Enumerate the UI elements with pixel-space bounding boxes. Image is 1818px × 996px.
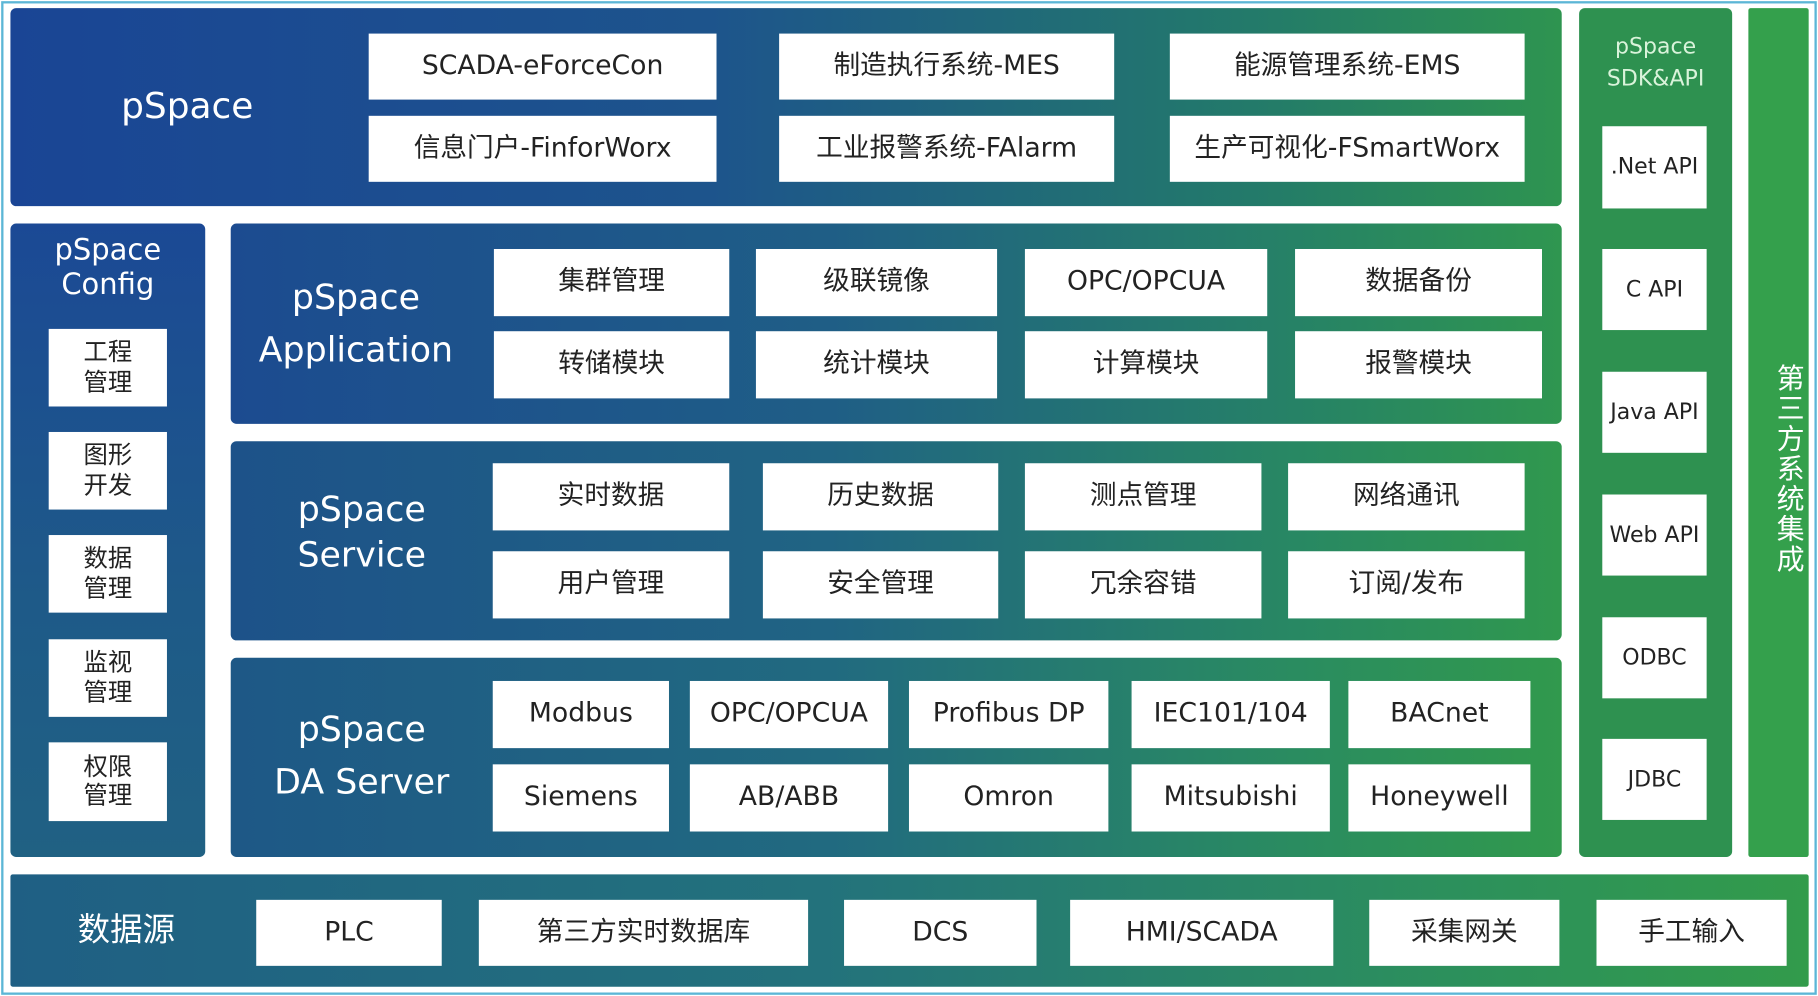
top-module-box: 能源管理系统-EMS: [1169, 33, 1525, 100]
title-line: DA Server: [274, 762, 450, 803]
service-module-box: 安全管理: [762, 551, 999, 619]
service-module-box: 实时数据: [492, 463, 730, 531]
layer-title: pSpace SDK&API: [1579, 31, 1732, 95]
title-line: pSpace: [291, 277, 420, 319]
application-module-box: 计算模块: [1024, 331, 1268, 399]
top-module-box: 信息门户-FinforWorx: [368, 115, 717, 182]
top-module-box: SCADA-eForceCon: [368, 33, 717, 100]
layer-title: 第三方系统集成: [1771, 363, 1805, 575]
pspace-da-server-layer: pSpace DA Server: [230, 657, 1562, 857]
service-module-box: 网络通讯: [1288, 463, 1525, 531]
application-module-box: 报警模块: [1295, 331, 1543, 399]
application-module-box: 统计模块: [755, 331, 998, 399]
application-module-box: 集群管理: [493, 248, 730, 317]
layer-title: pSpace: [121, 85, 254, 128]
title-line: pSpace: [1615, 33, 1697, 60]
data-source-module-box: 采集网关: [1369, 899, 1560, 966]
data-source-module-box: PLC: [256, 899, 442, 966]
da-server-module-box: Omron: [908, 764, 1109, 832]
top-module-box: 工业报警系统-FAlarm: [779, 115, 1115, 182]
config-module-box: 图形 开发: [48, 431, 167, 510]
da-server-module-box: Profibus DP: [908, 680, 1109, 749]
da-server-module-box: Mitsubishi: [1131, 764, 1330, 832]
service-module-box: 历史数据: [762, 463, 999, 531]
data-source-module-box: HMI/SCADA: [1070, 899, 1334, 966]
title-line: pSpace: [297, 489, 426, 531]
third-party-integration-layer: 第三方系统集成: [1748, 8, 1809, 857]
da-server-module-box: IEC101/104: [1131, 680, 1330, 749]
service-module-box: 测点管理: [1024, 463, 1262, 531]
layer-title: pSpace Config: [10, 233, 205, 302]
title-line: pSpace: [54, 232, 162, 267]
config-module-box: 权限 管理: [48, 742, 167, 822]
da-server-module-box: Modbus: [492, 680, 669, 749]
config-module-box: 工程 管理: [48, 328, 167, 407]
application-module-box: OPC/OPCUA: [1024, 248, 1268, 317]
data-source-module-box: 手工输入: [1596, 899, 1787, 966]
application-module-box: 数据备份: [1295, 248, 1543, 317]
application-module-box: 转储模块: [493, 331, 730, 399]
sdk-module-box: JDBC: [1602, 738, 1707, 820]
title-line: Service: [297, 535, 427, 576]
sdk-module-box: .Net API: [1602, 126, 1707, 209]
sdk-module-box: ODBC: [1602, 617, 1707, 699]
title-line: Application: [258, 330, 454, 371]
top-module-box: 生产可视化-FSmartWorx: [1169, 115, 1525, 182]
da-server-module-box: BACnet: [1348, 680, 1531, 749]
service-module-box: 订阅/发布: [1288, 551, 1525, 619]
da-server-module-box: Honeywell: [1348, 764, 1531, 832]
data-source-module-box: 第三方实时数据库: [478, 899, 809, 966]
config-module-box: 数据 管理: [48, 535, 167, 613]
title-line: pSpace: [297, 709, 426, 751]
config-module-box: 监视 管理: [48, 639, 167, 717]
sdk-module-box: Web API: [1602, 494, 1707, 576]
title-line: Config: [61, 267, 155, 302]
application-module-box: 级联镜像: [755, 248, 998, 317]
layer-title: pSpace Service: [231, 488, 493, 578]
layer-title: 数据源: [77, 910, 176, 949]
title-line: SDK&API: [1606, 65, 1705, 91]
sdk-module-box: C API: [1602, 248, 1707, 331]
da-server-module-box: OPC/OPCUA: [689, 680, 889, 749]
layer-title: pSpace DA Server: [231, 704, 493, 808]
data-source-module-box: DCS: [844, 899, 1037, 966]
service-module-box: 用户管理: [492, 551, 730, 619]
service-module-box: 冗余容错: [1024, 551, 1262, 619]
layer-title: pSpace Application: [231, 272, 481, 376]
sdk-module-box: Java API: [1602, 371, 1707, 453]
top-module-box: 制造执行系统-MES: [779, 33, 1115, 100]
da-server-module-box: Siemens: [492, 764, 669, 832]
da-server-module-box: AB/ABB: [689, 764, 889, 832]
